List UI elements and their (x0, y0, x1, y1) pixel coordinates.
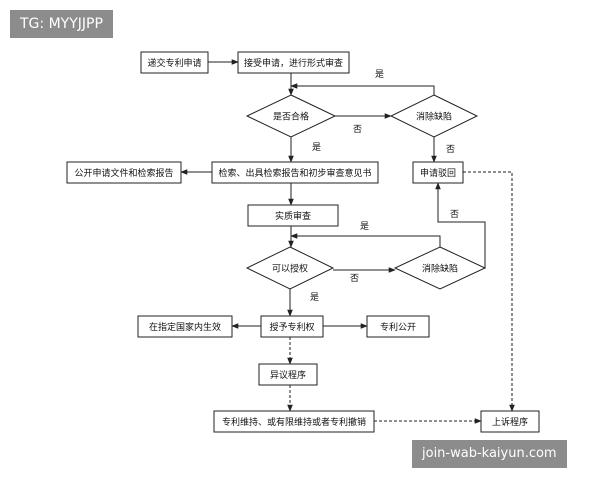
decision-diamond (245, 246, 335, 290)
edge-label: 是 (310, 292, 319, 303)
watermark-bottom: join-wab-kaiyun.com (412, 440, 567, 468)
process-box (66, 161, 182, 184)
decision-diamond (393, 246, 487, 290)
process-box (412, 161, 464, 184)
node-fix2: 消除缺陷 (393, 246, 487, 290)
node-submit: 递交专利申请 (140, 51, 209, 74)
node-search: 检索、出具检索报告和初步审查意见书 (211, 161, 379, 184)
edge-label: 是 (375, 69, 384, 80)
edge-label: 否 (446, 144, 455, 155)
edge-fix2-reject: 否 (435, 182, 486, 268)
edge-label: 否 (450, 209, 459, 220)
edge-line (463, 171, 515, 412)
node-effective: 在指定国家内生效 (137, 315, 233, 338)
node-label: 授予专利权 (269, 321, 314, 333)
node-maintain: 专利维持、或有限维持或者专利撤销 (213, 410, 375, 433)
edge-grantable-fix2: 否 (333, 267, 396, 284)
edge-line (290, 83, 435, 95)
edge-fix1-accept: 是 (290, 69, 435, 95)
node-appeal: 上诉程序 (480, 410, 540, 433)
node-grant: 授予专利权 (260, 315, 324, 338)
node-label: 实质审查 (275, 210, 311, 222)
process-box (258, 363, 318, 386)
node-opposition: 异议程序 (258, 363, 318, 386)
decision-diamond (245, 94, 337, 138)
edge-fix2-grantable: 是 (290, 221, 441, 247)
edge-qualified-fix1: 否 (335, 113, 392, 135)
node-label: 上诉程序 (492, 416, 528, 428)
edge-grantable-grant: 是 (287, 289, 319, 317)
process-box (247, 204, 339, 227)
process-box (480, 410, 540, 433)
edge-line (435, 182, 486, 268)
process-box (237, 51, 350, 74)
node-label: 递交专利申请 (147, 57, 201, 69)
node-publish_app: 公开申请文件和检索报告 (66, 161, 182, 184)
process-box (140, 51, 209, 74)
process-box (211, 161, 379, 184)
node-label: 可以授权 (272, 263, 308, 275)
process-box (213, 410, 375, 433)
node-label: 公开申请文件和检索报告 (74, 167, 173, 179)
edge-line (290, 233, 441, 247)
process-box (366, 315, 430, 338)
edge-qualified-search: 是 (288, 137, 321, 163)
edge-label: 是 (312, 142, 321, 153)
node-label: 消除缺陷 (422, 263, 458, 275)
edge-fix1-reject: 否 (431, 137, 455, 163)
node-fix1: 消除缺陷 (389, 94, 479, 138)
node-label: 接受申请，进行形式审查 (244, 57, 343, 69)
node-grantable: 可以授权 (245, 246, 335, 290)
process-box (137, 315, 233, 338)
decision-diamond (389, 94, 479, 138)
node-accept: 接受申请，进行形式审查 (237, 51, 350, 74)
node-reject: 申请驳回 (412, 161, 464, 184)
node-label: 申请驳回 (420, 167, 456, 179)
node-label: 检索、出具检索报告和初步审查意见书 (218, 167, 371, 179)
node-label: 是否合格 (273, 111, 309, 123)
watermark-top: TG: MYYJJPP (10, 10, 113, 38)
process-box (260, 315, 324, 338)
edge-label: 是 (360, 221, 369, 232)
node-label: 在指定国家内生效 (149, 321, 221, 333)
node-label: 专利公开 (380, 321, 416, 333)
node-label: 异议程序 (270, 369, 306, 381)
node-label: 专利维持、或有限维持或者专利撤销 (222, 416, 366, 428)
node-label: 消除缺陷 (416, 111, 452, 123)
node-substantive: 实质审查 (247, 204, 339, 227)
edge-label: 否 (350, 273, 359, 284)
edge-label: 否 (353, 124, 362, 135)
edge-reject-appeal (463, 171, 515, 412)
node-qualified: 是否合格 (245, 94, 337, 138)
node-publish_patent: 专利公开 (366, 315, 430, 338)
